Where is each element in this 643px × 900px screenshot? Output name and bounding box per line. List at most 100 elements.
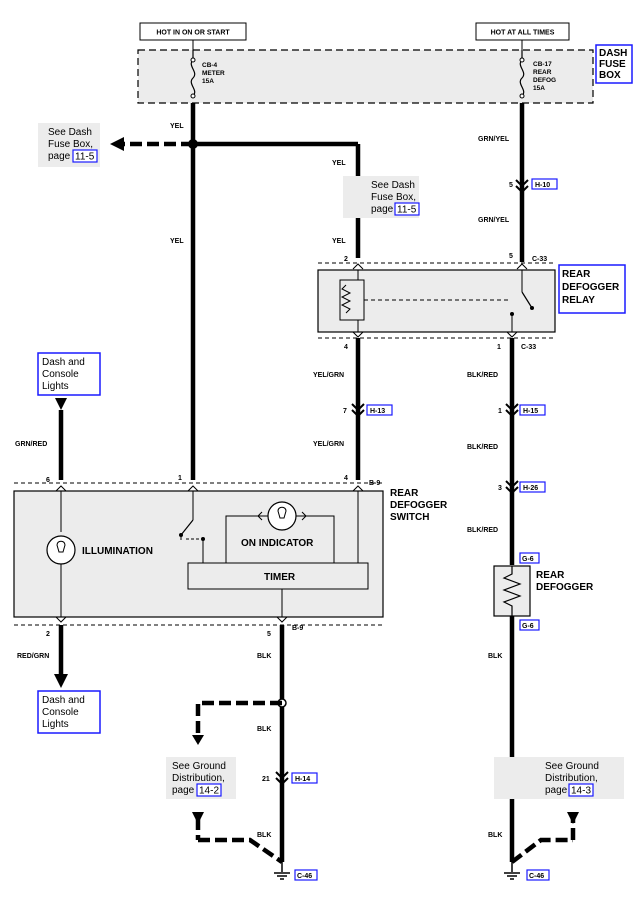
pin-21-h14: 21 [262, 776, 270, 783]
note-ground-left: See Ground Distribution, page 14-2 [166, 757, 236, 799]
wire-label-blk-red-3: BLK/RED [467, 527, 498, 534]
note-ground-right: See Ground Distribution, page 14-3 [494, 757, 624, 799]
page-link-14-3[interactable] [568, 783, 594, 797]
svg-text:See Dash: See Dash [371, 180, 415, 191]
wire-blk-left [192, 625, 289, 864]
connector-h13[interactable]: H-13 [366, 404, 393, 416]
connector-g6-top[interactable]: G-6 [519, 552, 540, 564]
svg-text:Console: Console [42, 369, 79, 380]
wire-grn-yel [515, 103, 529, 262]
wire-label-blk-left-2: BLK [257, 726, 271, 733]
switch-pin-2: 2 [46, 631, 50, 638]
connector-b9-bottom: B-9 [292, 625, 303, 632]
page-link-14-2[interactable] [196, 783, 222, 797]
page-link-14-2-text: 14-2 [199, 786, 219, 797]
svg-text:H-13: H-13 [370, 408, 385, 415]
svg-text:Dash and: Dash and [42, 357, 85, 368]
relay-coil-icon [339, 279, 365, 321]
rear-defogger-switch-title: REAR DEFOGGER SWITCH [390, 488, 448, 523]
connector-h15[interactable]: H-15 [519, 404, 546, 416]
wire-label-grn-red: GRN/RED [15, 441, 47, 448]
connector-c46-left[interactable]: C-46 [294, 869, 318, 881]
wire-red-grn [54, 625, 68, 688]
header-right-label: HOT AT ALL TIMES [491, 30, 555, 37]
arrow-up-icon [192, 735, 204, 745]
header-hot-at-all-times: HOT AT ALL TIMES [475, 22, 570, 41]
connector-c33-bottom: C-33 [521, 344, 536, 351]
connector-c46-right[interactable]: C-46 [526, 869, 550, 881]
dash-fuse-box: CB-4 METER 15A CB-17 REAR DEFOG 15A [137, 49, 594, 104]
svg-text:DEFOGGER: DEFOGGER [390, 500, 448, 511]
wire-label-yel-grn-2: YEL/GRN [313, 441, 344, 448]
wire-label-blk-red-2: BLK/RED [467, 444, 498, 451]
fuse-right-name2: DEFOG [533, 77, 556, 84]
note-fuse-box-left: See Dash Fuse Box, page 11-5 [38, 123, 100, 167]
fuse-left-id: CB-4 [202, 62, 218, 69]
svg-text:G-6: G-6 [522, 556, 534, 563]
ground-symbol-right-icon [504, 862, 520, 880]
svg-text:C-46: C-46 [529, 873, 544, 880]
rear-defogger-switch: ILLUMINATION ON INDICATOR TIMER [13, 490, 384, 618]
svg-text:H-15: H-15 [523, 408, 538, 415]
pin-3-h26: 3 [498, 485, 502, 492]
fuse-right-id: CB-17 [533, 61, 552, 68]
svg-text:Dash and: Dash and [42, 695, 85, 706]
page-link-11-5-left-text: 11-5 [75, 152, 95, 163]
svg-text:BOX: BOX [599, 70, 621, 81]
connector-g6-bottom[interactable]: G-6 [519, 619, 540, 631]
page-link-11-5-mid[interactable] [394, 202, 420, 216]
svg-text:SWITCH: SWITCH [390, 512, 429, 523]
wire-label-yel-4: YEL [332, 238, 346, 245]
switch-contact-icon [180, 519, 194, 536]
defogger-element-icon [502, 566, 522, 616]
wire-yel-main [110, 103, 361, 480]
svg-text:H-26: H-26 [523, 485, 538, 492]
wire-blk-red [505, 338, 519, 565]
connector-h14[interactable]: H-14 [291, 772, 318, 784]
arrow-down-icon [192, 812, 204, 824]
svg-text:FUSE: FUSE [599, 59, 626, 70]
switch-pin-4: 4 [344, 475, 348, 482]
connector-h10[interactable]: H-10 [531, 178, 558, 190]
switch-pin-1: 1 [178, 475, 182, 482]
relay-pin-2: 2 [344, 256, 348, 263]
illumination-label: ILLUMINATION [82, 546, 153, 557]
wire-label-yel-3: YEL [332, 160, 346, 167]
timer-box [187, 562, 369, 590]
wire-label-red-grn: RED/GRN [17, 653, 49, 660]
header-left-label: HOT IN ON OR START [156, 30, 230, 37]
svg-text:See Dash: See Dash [48, 127, 92, 138]
fuse-left-amps: 15A [202, 78, 214, 85]
svg-text:H-14: H-14 [295, 776, 310, 783]
wire-label-yel-2: YEL [170, 238, 184, 245]
connector-b9-top: B-9 [369, 480, 380, 487]
note-lights-bottom[interactable]: Dash and Console Lights [37, 690, 101, 734]
fuse-right-name1: REAR [533, 69, 552, 76]
connector-h26[interactable]: H-26 [519, 481, 546, 493]
note-lights-top[interactable]: Dash and Console Lights [37, 352, 101, 396]
fuse-right-amps: 15A [533, 85, 545, 92]
relay-pin-1: 1 [497, 344, 501, 351]
wire-label-yel-1: YEL [170, 123, 184, 130]
rear-defogger-relay-title[interactable]: REAR DEFOGGER RELAY [558, 264, 626, 314]
svg-text:G-6: G-6 [522, 623, 534, 630]
rear-defogger-title: REAR DEFOGGER [536, 570, 594, 593]
svg-text:Fuse Box,: Fuse Box, [371, 192, 416, 203]
wire-label-blk-right-1: BLK [488, 653, 502, 660]
pin-5-h10: 5 [509, 182, 513, 189]
wire-label-blk-left-3: BLK [257, 832, 271, 839]
dash-fuse-box-title[interactable]: DASH FUSE BOX [595, 44, 633, 84]
svg-text:RELAY: RELAY [562, 295, 595, 306]
svg-text:Distribution,: Distribution, [545, 773, 598, 784]
page-link-11-5-left[interactable] [72, 149, 98, 163]
switch-pin-5: 5 [267, 631, 271, 638]
wire-label-yel-grn-1: YEL/GRN [313, 372, 344, 379]
svg-text:Lights: Lights [42, 381, 69, 392]
header-hot-in-on-or-start: HOT IN ON OR START [139, 22, 247, 41]
wire-yel-grn [351, 338, 365, 480]
svg-text:DASH: DASH [599, 48, 627, 59]
switch-pin-6: 6 [46, 477, 50, 484]
connector-c33-top: C-33 [532, 256, 547, 263]
wire-blk-right [509, 616, 579, 864]
